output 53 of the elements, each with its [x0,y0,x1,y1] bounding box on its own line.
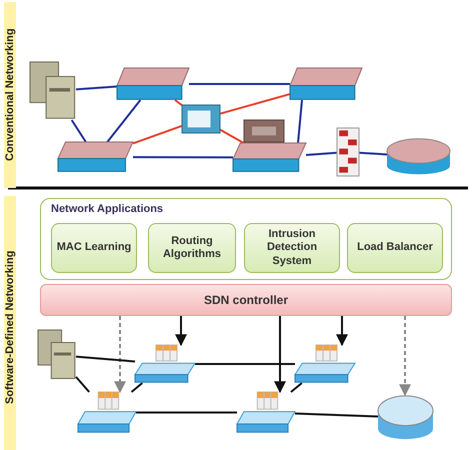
app-box [51,223,137,273]
box-label: SDN controller [204,293,288,307]
section-label: Software-Defined Networking [4,196,16,450]
section-label: Conventional Networking [4,2,16,188]
app-box [244,223,340,273]
server-icon [30,62,76,120]
link-line [132,124,182,144]
link-line [220,128,244,144]
switch-icon [117,68,189,100]
link-line [133,156,233,158]
link-line [106,99,142,143]
link-line [174,99,183,106]
switch-icon [237,392,295,433]
switch-icon [295,345,355,383]
link-line [294,412,378,418]
controller-bar [40,284,452,316]
link-line [76,356,136,362]
arrow [274,316,286,394]
server-icon [38,330,76,380]
link-line [189,83,290,85]
arrow [399,316,411,396]
link-line [76,86,118,90]
panel [40,198,452,280]
switch-icon [78,392,136,433]
link-line [75,376,90,393]
link-line [136,412,237,414]
box-label: Load Balancer [356,241,434,255]
app-box [148,223,236,273]
box-label: MAC Learning [56,241,132,255]
link-line [306,152,338,156]
appliance-icon [244,120,284,142]
link-line [358,152,388,156]
box-label: Intrusion Detection System [266,228,318,268]
box-label: Routing Algorithms [162,234,222,262]
firewall-icon [337,128,359,176]
switch-icon [233,143,306,172]
link-line [70,119,87,143]
arrow [336,316,348,346]
panel-title: Network Applications [51,203,164,215]
appliance-icon [182,105,220,133]
link-line [195,363,295,365]
app-box [347,223,443,273]
link-line [220,93,290,115]
link-line [290,382,303,393]
link-line [297,100,303,144]
router-icon [387,138,450,175]
switch-icon [290,68,362,100]
arrow [114,316,126,394]
link-line [130,382,143,393]
router-icon [378,395,433,440]
switch-icon [58,142,133,172]
arrow [175,316,187,346]
switch-icon [135,345,195,383]
